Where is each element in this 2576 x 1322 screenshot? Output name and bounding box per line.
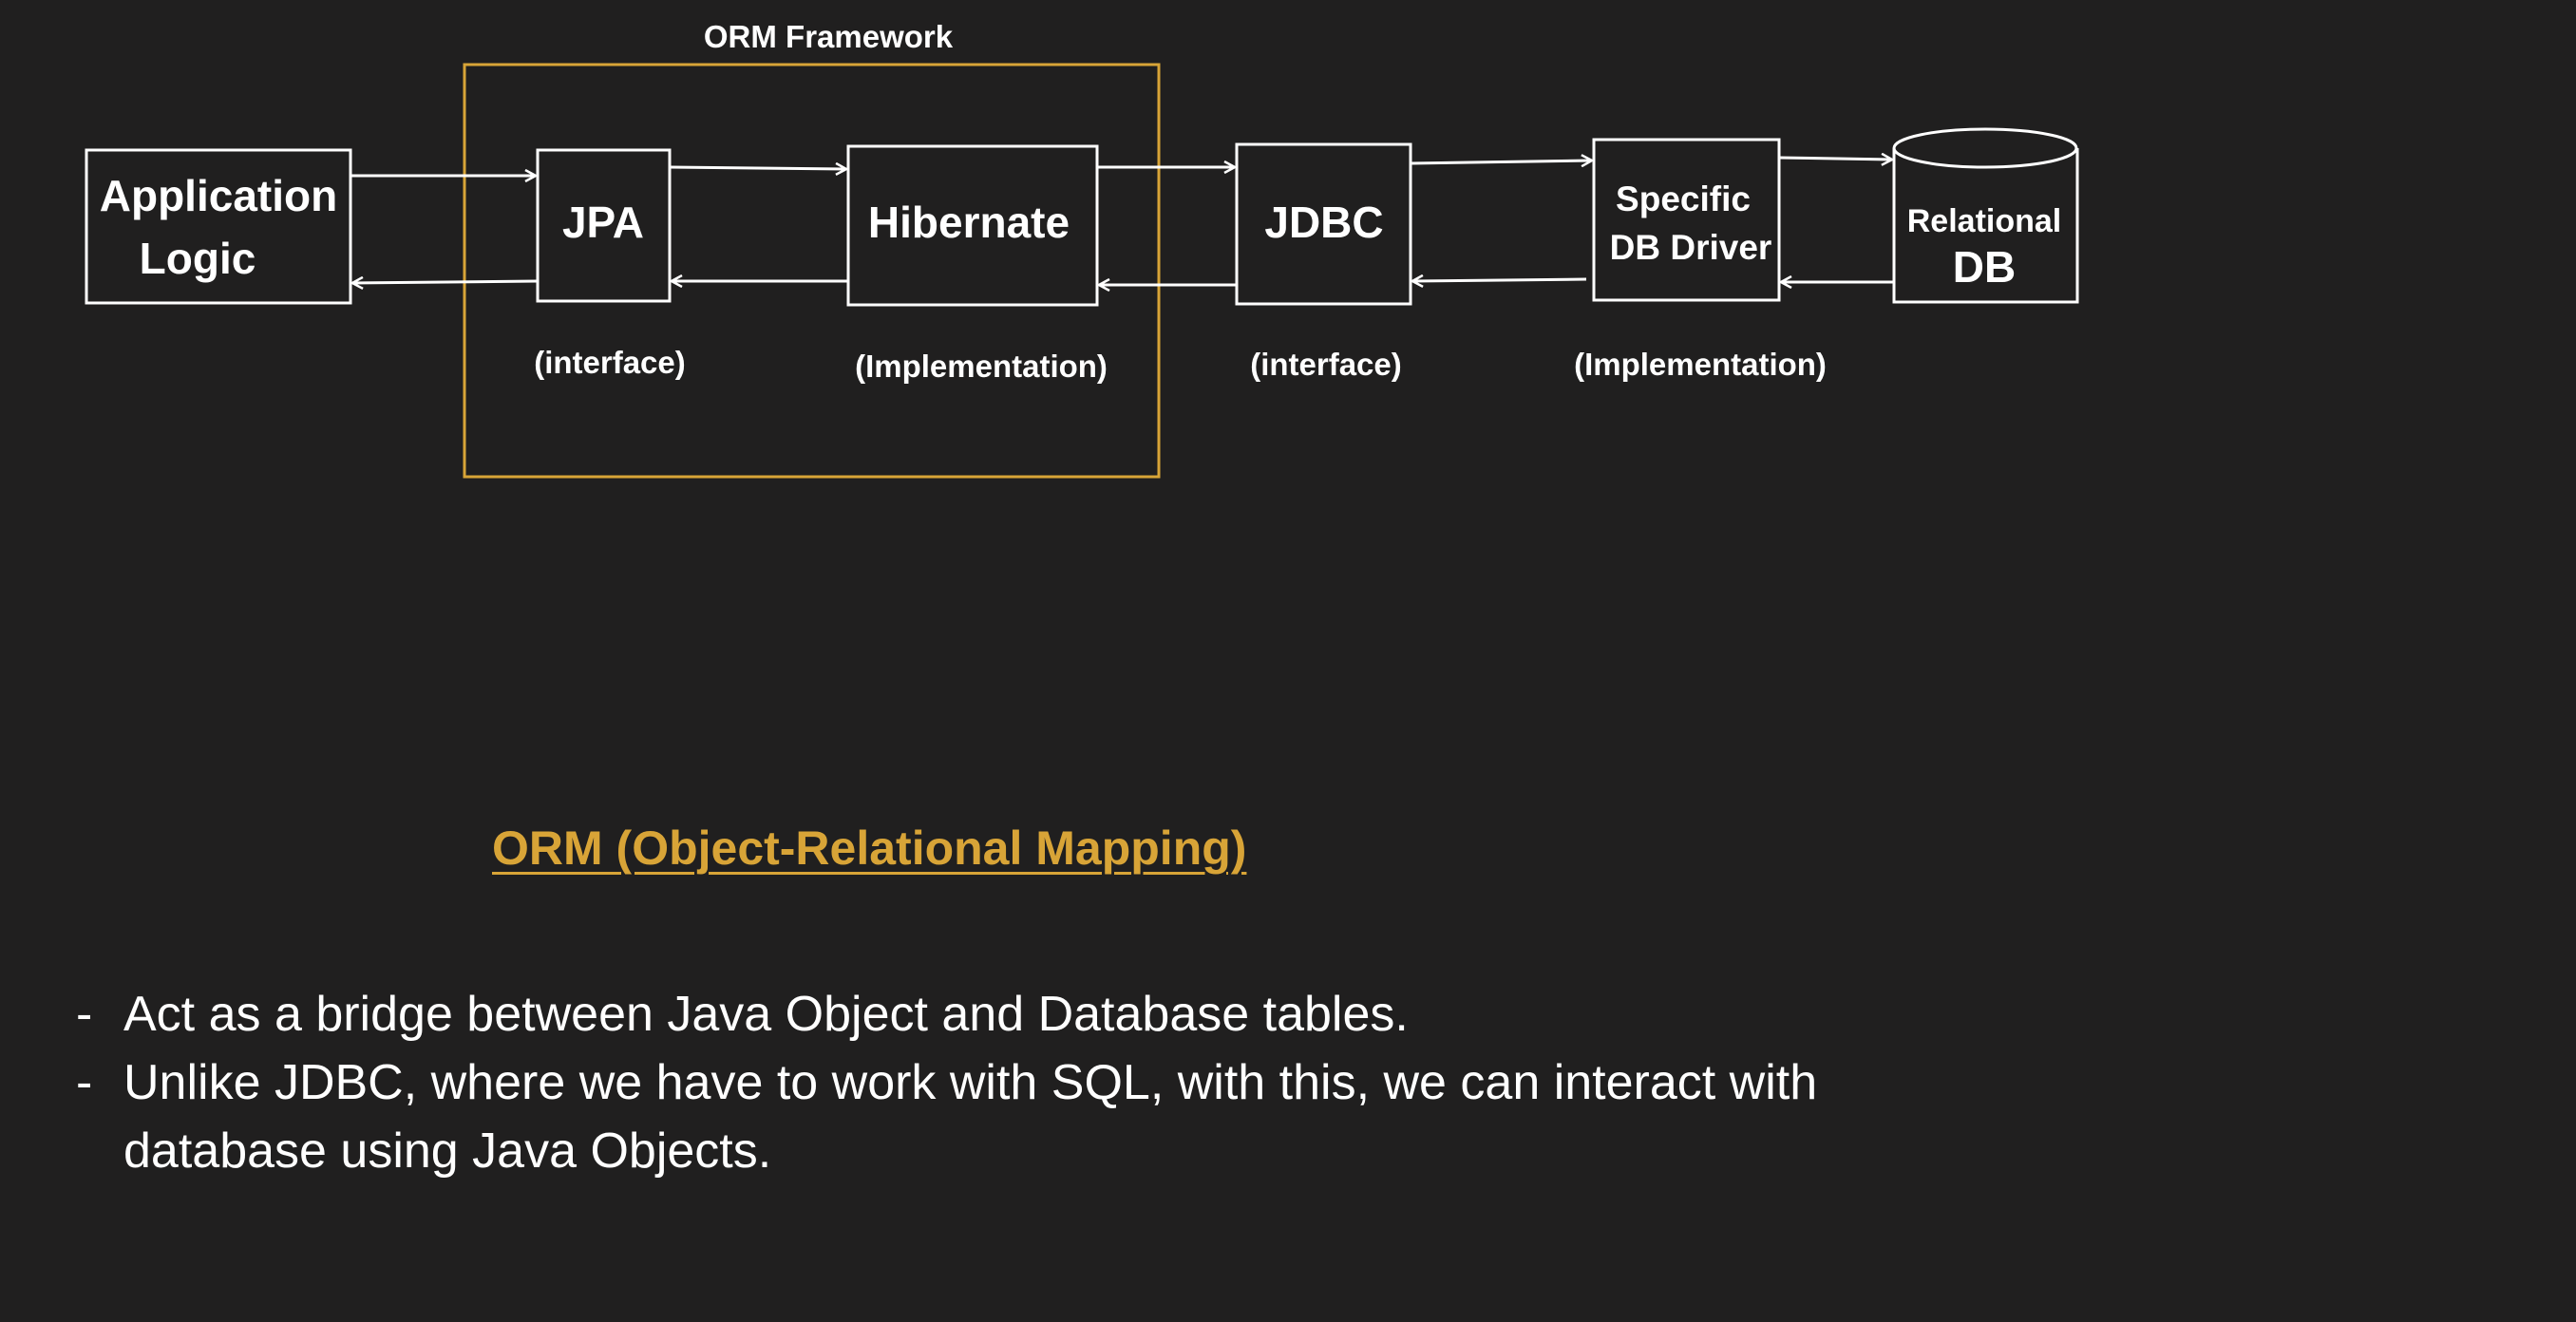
relational-db-label-line2: DB	[1953, 242, 2016, 292]
bullet-text: Unlike JDBC, where we have to work with …	[123, 1055, 1818, 1179]
jdbc-caption: (interface)	[1250, 347, 1402, 382]
hibernate-caption: (Implementation)	[855, 349, 1108, 384]
orm-framework-title: ORM Framework	[704, 19, 954, 54]
bullet-item: - Unlike JDBC, where we have to work wit…	[76, 1048, 1928, 1185]
arrow-driver-to-jdbc	[1412, 279, 1587, 281]
section-heading: ORM (Object-Relational Mapping)	[492, 822, 1247, 875]
application-logic-label-line2: Logic	[140, 234, 256, 283]
jdbc-label: JDBC	[1264, 198, 1383, 247]
jpa-caption: (interface)	[534, 345, 686, 380]
arrow-jpa-to-hibernate	[669, 167, 846, 169]
orm-framework-frame	[463, 63, 1161, 479]
db-driver-label-line2: DB Driver	[1610, 228, 1772, 267]
hibernate-label: Hibernate	[868, 198, 1070, 247]
jpa-label: JPA	[562, 198, 644, 247]
bullet-list: - Act as a bridge between Java Object an…	[76, 980, 1928, 1185]
bullet-text: Act as a bridge between Java Object and …	[123, 987, 1409, 1042]
db-driver-caption: (Implementation)	[1574, 347, 1827, 382]
bullet-item: - Act as a bridge between Java Object an…	[76, 980, 1928, 1048]
relational-db-node: Relational DB	[1892, 127, 2079, 304]
orm-architecture-diagram: ORM Framework Application Logic JPA Hibe…	[85, 19, 2079, 479]
jpa-node: JPA	[536, 148, 672, 303]
arrow-driver-to-db	[1778, 158, 1892, 160]
db-driver-node: Specific DB Driver	[1592, 138, 1781, 302]
bullet-marker: -	[76, 987, 93, 1042]
bullet-marker: -	[76, 1055, 93, 1110]
jdbc-node: JDBC	[1235, 142, 1412, 306]
relational-db-label-line1: Relational	[1907, 203, 2061, 239]
hibernate-node: Hibernate	[846, 144, 1099, 307]
db-driver-label-line1: Specific	[1616, 179, 1751, 218]
application-logic-node: Application Logic	[85, 148, 352, 305]
application-logic-label-line1: Application	[100, 171, 337, 220]
arrow-jpa-to-app	[352, 281, 539, 283]
arrow-jdbc-to-driver	[1410, 161, 1592, 163]
